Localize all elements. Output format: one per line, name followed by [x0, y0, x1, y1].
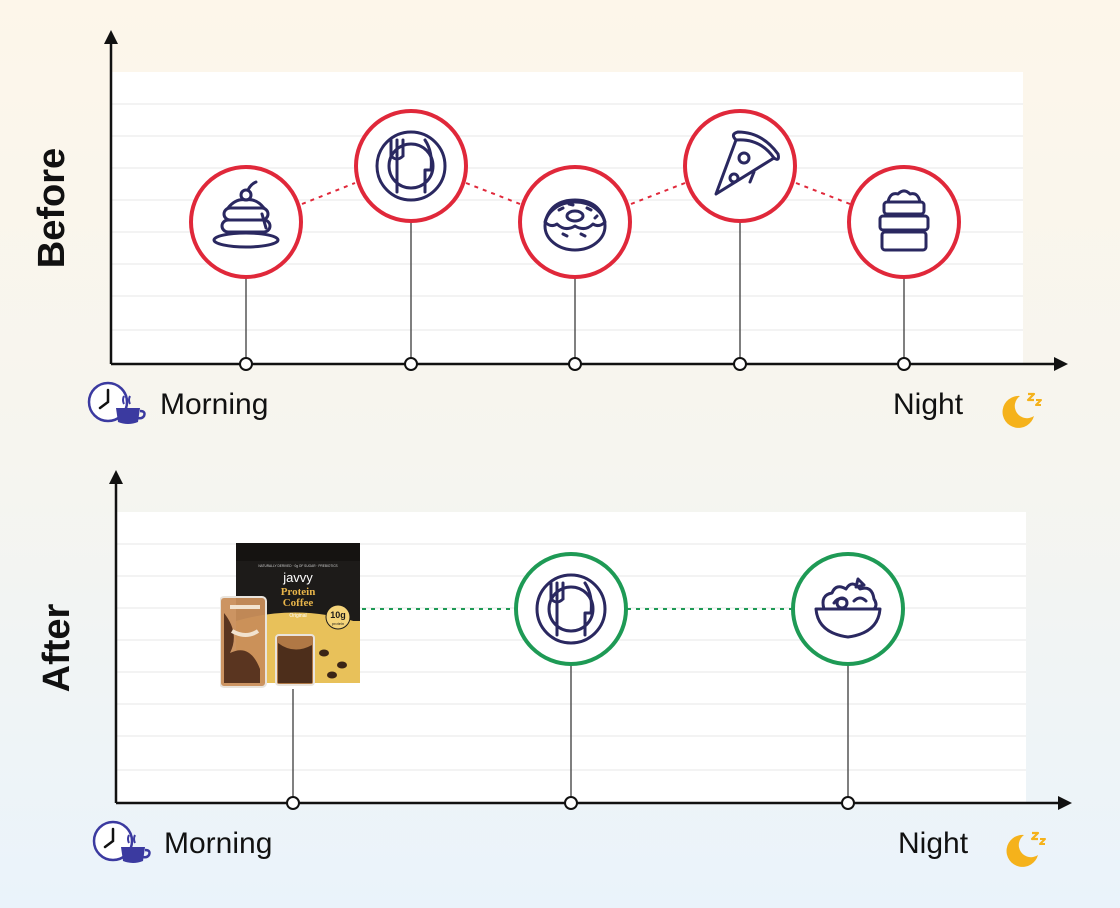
- before-panel: Before: [0, 0, 1120, 440]
- clock-coffee-icon: [87, 381, 146, 424]
- pizza-slice-icon: [714, 130, 780, 196]
- before-stems: [245, 222, 905, 364]
- product-badge-text: protein: [332, 621, 344, 626]
- product-variant: Original: [289, 613, 306, 619]
- after-end-label: Night: [898, 827, 969, 860]
- after-y-axis-arrow: [109, 470, 123, 484]
- moon-sleep-icon: [1006, 831, 1046, 867]
- moon-sleep-icon: [1002, 392, 1042, 428]
- salad-bowl-icon: [814, 577, 882, 639]
- before-connectors: [301, 182, 851, 205]
- before-y-axis-arrow: [104, 30, 118, 44]
- takeout-boxes-icon: [878, 189, 930, 252]
- product-badge-value: 10g: [330, 610, 346, 620]
- after-panel: After: [0, 440, 1120, 908]
- before-meal-circles: [189, 109, 961, 279]
- plate-cutlery-icon: [375, 130, 447, 202]
- product-name-line1: Protein: [281, 586, 316, 598]
- before-end-label: Night: [893, 388, 964, 421]
- after-axis-markers: [286, 796, 855, 810]
- protein-coffee-product: 10g protein NATURALLY DERIVED · 0g OF SU…: [219, 543, 362, 689]
- before-timeline-chart: [104, 30, 1068, 371]
- product-tagline: NATURALLY DERIVED · 0g OF SUGAR · PREBIO…: [258, 564, 337, 568]
- product-brand: javvy: [282, 570, 313, 585]
- before-start-label: Morning: [160, 388, 269, 421]
- pancakes-icon: [212, 180, 280, 249]
- after-start-label: Morning: [164, 827, 273, 860]
- clock-coffee-icon: [92, 820, 151, 863]
- after-stems: [292, 665, 849, 803]
- after-x-axis-arrow: [1058, 796, 1072, 810]
- before-x-axis-arrow: [1054, 357, 1068, 371]
- product-name-line2: Coffee: [283, 597, 314, 609]
- before-axis-markers: [239, 357, 911, 371]
- donut-icon: [543, 198, 607, 252]
- plate-cutlery-icon: [535, 573, 607, 645]
- protein-coffee-image: 10g protein NATURALLY DERIVED · 0g OF SU…: [219, 543, 360, 688]
